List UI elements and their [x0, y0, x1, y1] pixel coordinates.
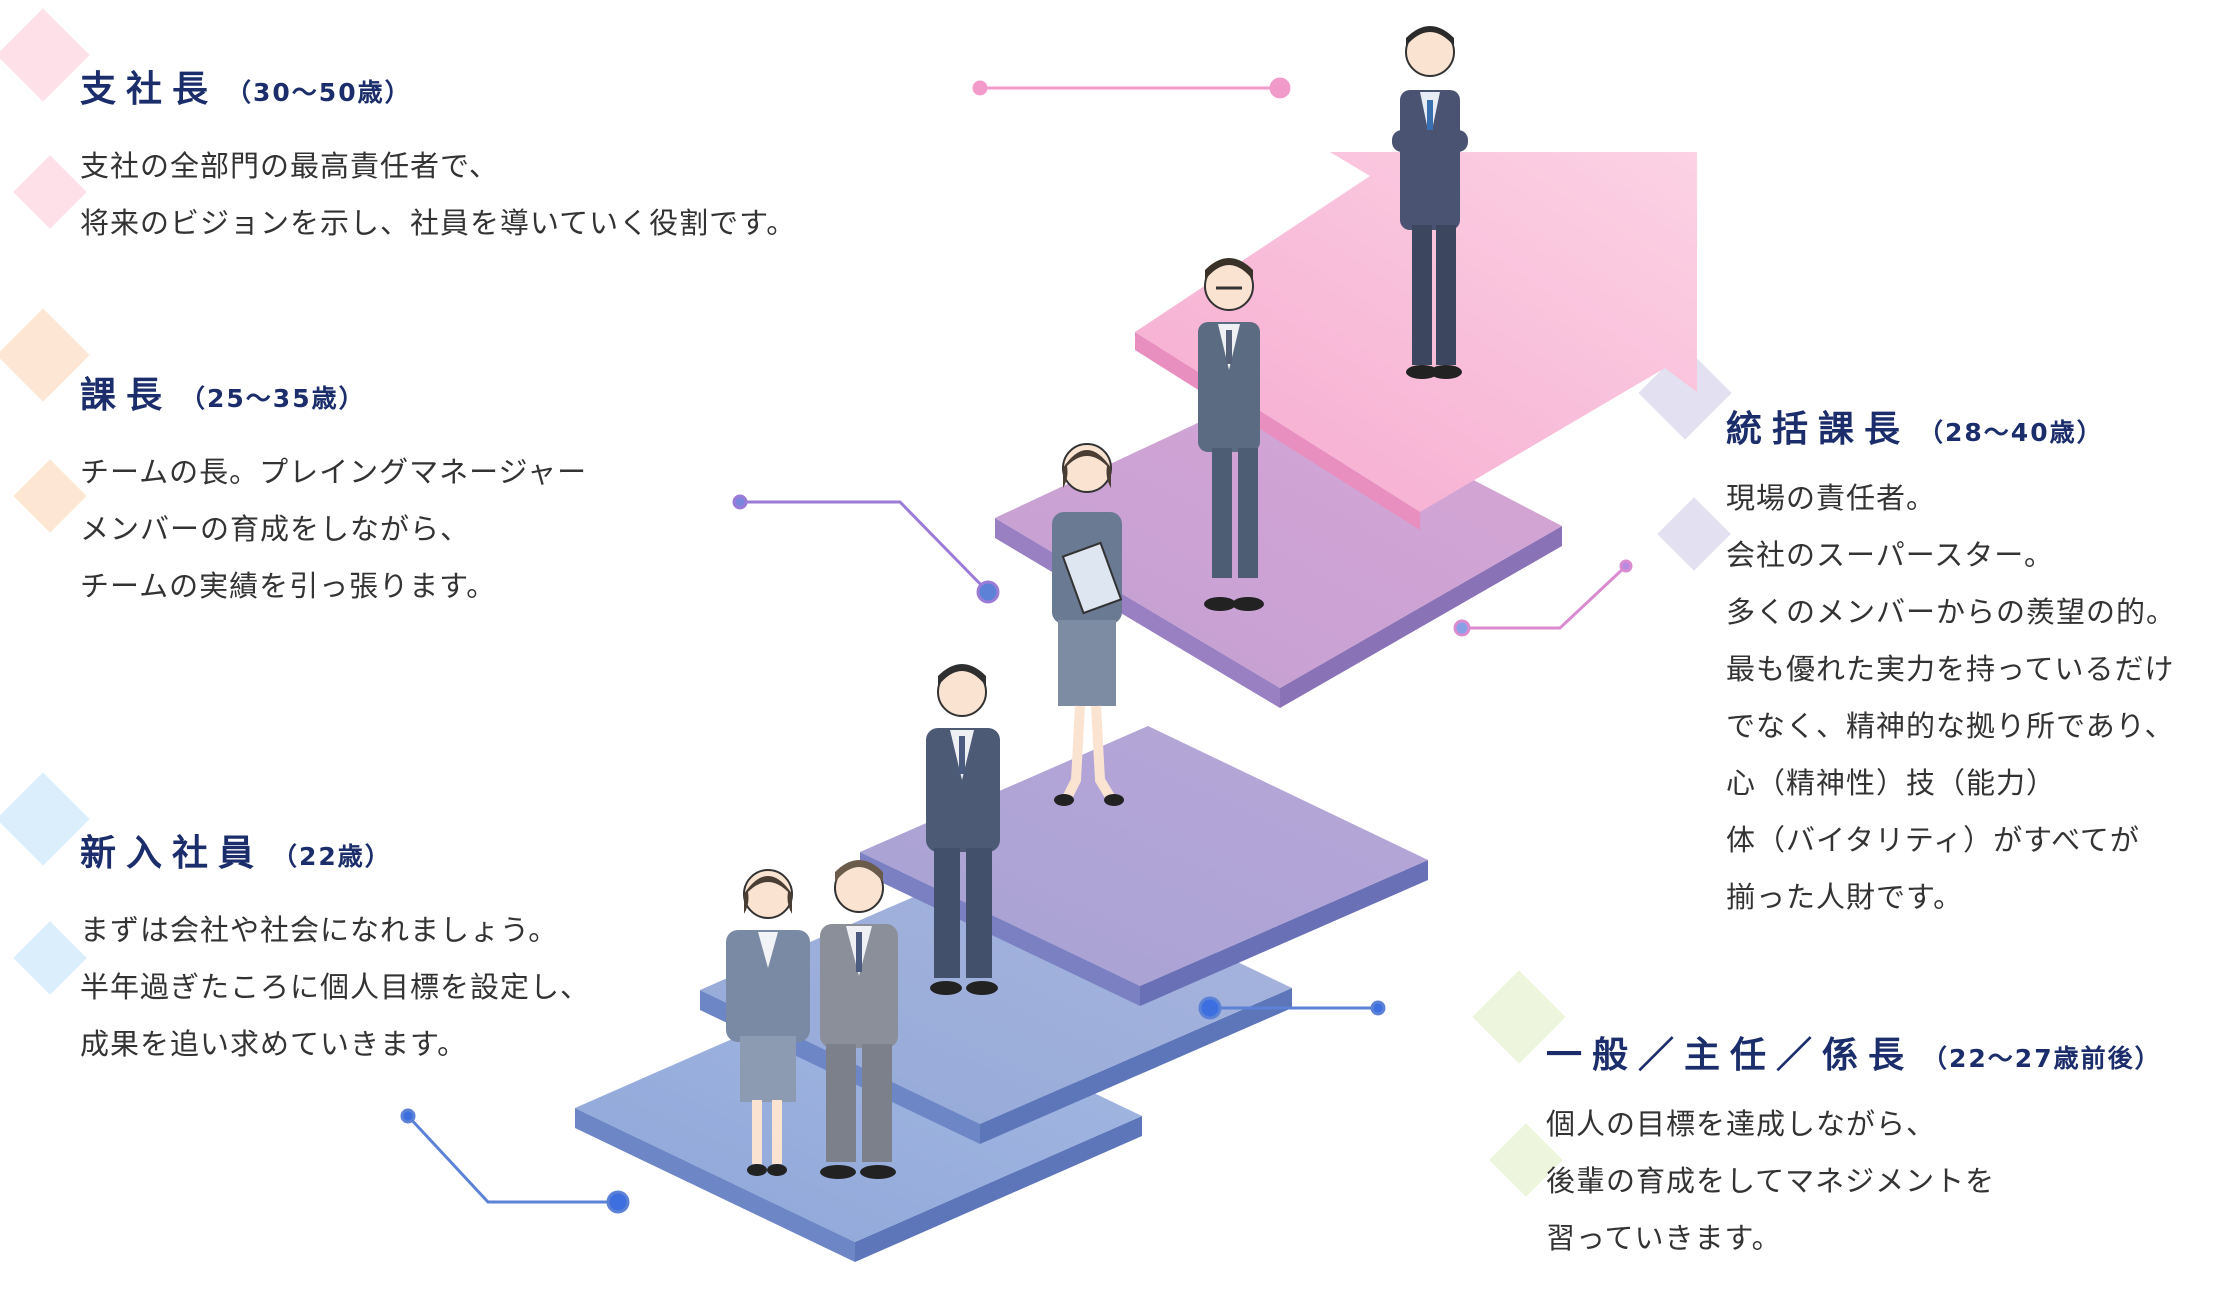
step-3-side [860, 852, 1140, 1006]
step-4-side [1280, 526, 1562, 708]
step-1-side [575, 1108, 855, 1262]
role-age: （22〜27歳前後） [1922, 1044, 2162, 1073]
connector-new-employee [400, 1108, 630, 1214]
role-age: （30〜50歳） [226, 78, 412, 107]
connector-general-manager [1453, 559, 1633, 637]
connector-branch-manager [972, 77, 1291, 99]
step-1-top [575, 982, 1142, 1242]
role-age: （22歳） [272, 842, 392, 871]
role-title: 一般／主任／係長（22〜27歳前後） [1546, 1035, 2162, 1076]
step-2-side [980, 988, 1292, 1144]
role-staff: 一般／主任／係長（22〜27歳前後） 個人の目標を達成しながら、 後輩の育成をし… [1546, 1026, 2162, 1267]
role-branch-manager: 支社長（30〜50歳） 支社の全部門の最高責任者で、 将来のビジョンを示し、社員… [80, 60, 796, 252]
step-1-side [855, 1116, 1142, 1262]
role-description: 支社の全部門の最高責任者で、 将来のビジョンを示し、社員を導いていく役割です。 [80, 149, 797, 240]
connector-staff [1198, 996, 1386, 1020]
branch-manager-figure [1392, 26, 1468, 379]
role-title: 新入社員（22歳） [80, 833, 392, 874]
role-description: まずは会社や社会になれましょう。 半年過ぎたころに個人目標を設定し、 成果を追い… [80, 913, 591, 1061]
role-age: （25〜35歳） [180, 384, 366, 413]
role-description: 個人の目標を達成しながら、 後輩の育成をしてマネジメントを 習っていきます。 [1546, 1107, 1996, 1255]
general-manager-figure [1198, 258, 1264, 611]
role-section-manager: 課長（25〜35歳） チームの長。プレイングマネージャー メンバーの育成をしなが… [80, 366, 587, 615]
connector-section-manager [732, 494, 1000, 604]
role-description: 現場の責任者。 会社のスーパースター。 多くのメンバーからの羨望の的。 最も優れ… [1726, 481, 2177, 914]
role-age: （28〜40歳） [1918, 418, 2104, 447]
new-employee-figure-woman [726, 869, 810, 1176]
section-manager-figure [1052, 443, 1124, 806]
role-description: チームの長。プレイングマネージャー メンバーの育成をしながら、 チームの実績を引… [80, 455, 588, 603]
role-title: 支社長（30〜50歳） [80, 69, 412, 110]
role-title: 課長（25〜35歳） [80, 375, 366, 416]
staff-figure [926, 664, 1000, 995]
step-3-top [860, 726, 1428, 986]
role-title: 統括課長（28〜40歳） [1726, 409, 2104, 450]
step-3-side [1140, 860, 1428, 1006]
new-employee-figure-man [820, 860, 898, 1179]
role-general-manager: 統括課長（28〜40歳） 現場の責任者。 会社のスーパースター。 多くのメンバー… [1726, 400, 2176, 926]
role-new-employee: 新入社員（22歳） まずは会社や社会になれましょう。 半年過ぎたころに個人目標を… [80, 824, 590, 1073]
